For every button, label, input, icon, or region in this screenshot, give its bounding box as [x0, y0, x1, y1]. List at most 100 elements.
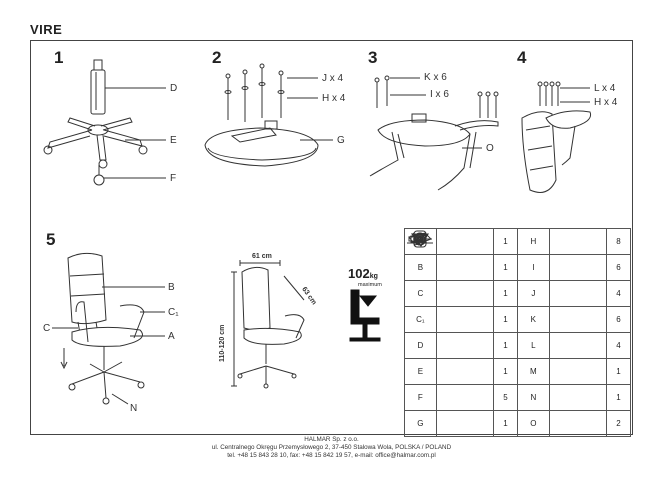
part-letter: E: [404, 358, 437, 385]
part-quantity: 6: [605, 306, 632, 333]
step4-backrest: [521, 110, 592, 193]
part-letter: G: [404, 410, 437, 437]
part-quantity: 1: [492, 228, 518, 255]
weight-value: 102: [348, 266, 370, 281]
part-letter: B: [404, 254, 437, 281]
part-quantity: 6: [605, 254, 632, 281]
part-icon-base-icon: [406, 238, 494, 385]
part-icon-allen-key-icon: [412, 232, 607, 385]
weight-limit: 102kg: [348, 266, 378, 281]
label-l-x4: L x 4: [594, 83, 616, 94]
part-letter: J: [516, 280, 550, 307]
part-letter: L: [516, 332, 550, 359]
step4-screws: [537, 81, 561, 106]
part-quantity: 4: [605, 280, 632, 307]
label-h-x4: H x 4: [322, 93, 346, 104]
part-quantity: 2: [605, 410, 632, 437]
part-icon-backrest-icon: [407, 231, 494, 281]
label-c1: C₁: [168, 307, 179, 318]
step3-seat-armrests: [369, 113, 499, 191]
instruction-frame: [30, 40, 633, 435]
step1-caster: [93, 165, 105, 186]
weight-unit: kg: [369, 273, 378, 280]
part-icon-arm-icon: [410, 233, 494, 333]
part-letter: D: [404, 332, 437, 359]
step-5-number: 5: [46, 230, 56, 249]
part-letter: N: [516, 384, 550, 411]
part-icon-mechanism-icon: [412, 234, 494, 437]
label-b: B: [168, 282, 175, 293]
part-icon-glide-icon: [415, 232, 607, 437]
part-icon-gaslift-icon: [408, 236, 494, 359]
dimension-height: 110-120 cm: [219, 324, 226, 362]
label-d: D: [170, 83, 178, 94]
label-e: E: [170, 135, 177, 146]
step-2-number: 2: [212, 48, 222, 67]
step1-star-base: [43, 117, 148, 169]
step1-gas-lift: [90, 59, 106, 115]
part-icon-screw-icon: [410, 235, 607, 307]
part-quantity: 1: [492, 332, 518, 359]
footer-company: HALMAR Sp. z o.o.: [304, 436, 359, 443]
label-o: O: [486, 143, 494, 154]
part-quantity: 1: [492, 306, 518, 333]
part-letter: H: [516, 228, 550, 255]
weight-note: maximum: [358, 282, 382, 288]
label-c: C: [43, 323, 51, 334]
step2-seat: [204, 120, 319, 167]
part-letter: F: [404, 384, 437, 411]
part-quantity: 5: [492, 384, 518, 411]
step2-screws: [224, 63, 285, 122]
part-quantity: 1: [492, 410, 518, 437]
part-icon-caster-icon: [414, 234, 494, 411]
part-icon-screw-icon: [410, 235, 607, 333]
weight-pictogram[interactable]: [349, 289, 381, 342]
part-letter: I: [516, 254, 550, 281]
part-letter: K: [516, 306, 550, 333]
part-icon-ring-icon: [415, 234, 607, 281]
label-i-x6: I x 6: [430, 89, 449, 100]
part-icon-wrench-icon: [412, 234, 607, 411]
step-3-number: 3: [368, 48, 378, 67]
part-quantity: 1: [492, 280, 518, 307]
part-icon-washer-icon: [413, 228, 607, 255]
part-quantity: 1: [492, 254, 518, 281]
label-n: N: [130, 403, 138, 414]
dimension-width: 61 cm: [252, 253, 272, 260]
label-k-x6: K x 6: [424, 72, 447, 83]
footer-address: ul. Centralnego Okręgu Przemysłowego 2, …: [211, 444, 452, 451]
part-letter: M: [516, 358, 550, 385]
step-1-number: 1: [54, 48, 64, 67]
part-letter: C₁: [404, 306, 437, 333]
footer-contact: tel. +48 15 843 28 10, fax: +48 15 842 1…: [227, 452, 436, 459]
step-4-number: 4: [517, 48, 527, 67]
label-h-x4-step4: H x 4: [594, 97, 618, 108]
part-quantity: 4: [605, 332, 632, 359]
part-icon-arm-icon: [410, 233, 494, 307]
part-quantity: 1: [605, 384, 632, 411]
part-quantity: 1: [492, 358, 518, 385]
part-letter: C: [404, 280, 437, 307]
part-quantity: 1: [605, 358, 632, 385]
label-f: F: [170, 173, 177, 184]
step3-screws: [374, 75, 499, 118]
part-icon-seat-icon: [413, 228, 494, 255]
label-j-x4: J x 4: [322, 73, 344, 84]
part-quantity: 8: [605, 228, 632, 255]
label-a: A: [168, 331, 175, 342]
dimension-chair: [237, 266, 305, 389]
label-g: G: [337, 135, 345, 146]
step5-chair: [67, 252, 145, 405]
document-title: VIRE: [30, 22, 63, 37]
part-letter: O: [516, 410, 550, 437]
